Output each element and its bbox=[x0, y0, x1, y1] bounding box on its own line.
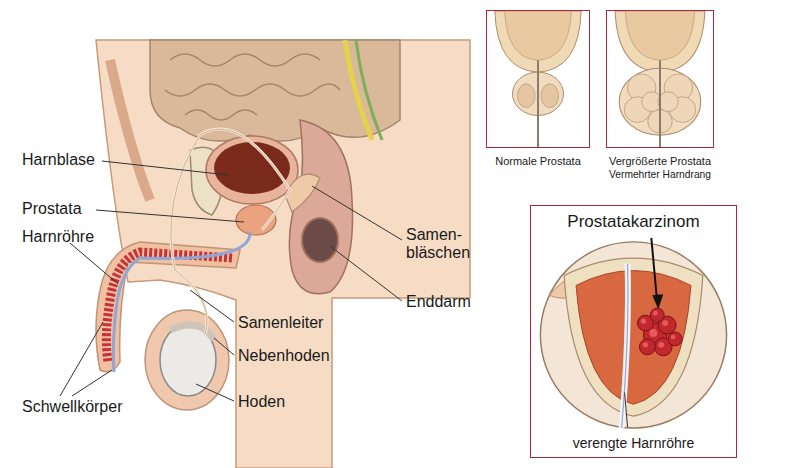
part-label: Samenleiter bbox=[238, 314, 323, 332]
prostate-illustration bbox=[607, 11, 713, 147]
part-label: Harnröhre bbox=[22, 228, 94, 246]
carcinoma-illustration bbox=[531, 206, 736, 457]
panel-frame bbox=[486, 10, 590, 148]
part-label: Hoden bbox=[238, 393, 285, 411]
part-label: Harnblase bbox=[22, 151, 95, 169]
part-label: Nebenhoden bbox=[238, 347, 330, 365]
panel-frame bbox=[606, 10, 714, 148]
testis bbox=[160, 324, 216, 396]
part-label: Prostata bbox=[22, 200, 82, 218]
comparison-panel: Normale Prostata bbox=[486, 10, 590, 168]
part-label: Samen- bläschen bbox=[406, 226, 470, 262]
body-outline bbox=[96, 40, 470, 468]
panel-caption: Vergrößerte Prostata bbox=[609, 154, 711, 168]
panel-label: verengte Harnröhre bbox=[571, 435, 696, 452]
comparison-panel: Vergrößerte ProstataVermehrter Harndrang bbox=[606, 10, 714, 182]
part-label: Schwellkörper bbox=[22, 398, 122, 416]
leader-lines bbox=[60, 161, 402, 401]
part-label: Enddarm bbox=[406, 293, 471, 311]
panel-caption: Normale Prostata bbox=[495, 154, 581, 168]
intestines bbox=[150, 40, 400, 141]
detail-panel: Prostatakarzinom verengte Harnröhre bbox=[530, 205, 737, 458]
panel-heading: Prostatakarzinom bbox=[567, 212, 699, 232]
panel-caption: Vermehrter Harndrang bbox=[609, 168, 711, 182]
prostate-illustration bbox=[487, 11, 589, 147]
